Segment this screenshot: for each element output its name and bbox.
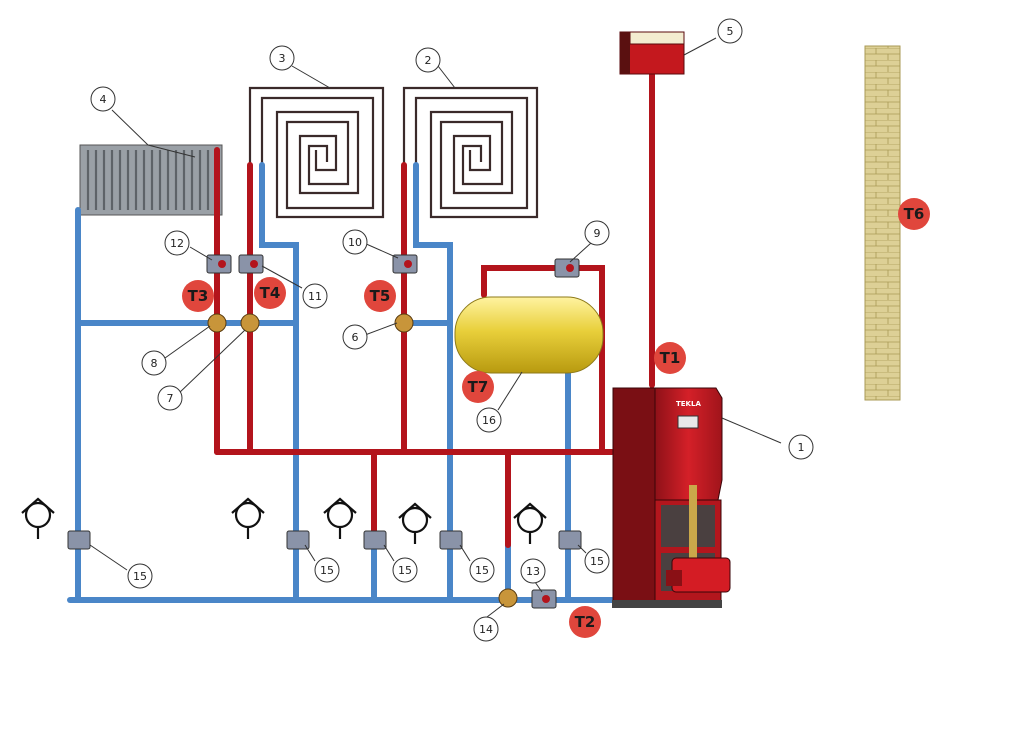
callout-1: 1 <box>788 434 814 460</box>
svg-text:14: 14 <box>479 623 493 636</box>
svg-text:15: 15 <box>320 564 334 577</box>
svg-text:10: 10 <box>348 236 362 249</box>
svg-text:3: 3 <box>279 52 286 65</box>
callout-15: 15 <box>127 563 153 589</box>
svg-text:16: 16 <box>482 414 496 427</box>
svg-text:T5: T5 <box>370 287 391 305</box>
callout-8: 8 <box>141 350 167 376</box>
leader-lines <box>89 37 782 618</box>
mixing-valves <box>207 313 518 608</box>
callout-2: 2 <box>415 47 441 73</box>
callout-9: 9 <box>584 220 610 246</box>
svg-text:T6: T6 <box>904 205 925 223</box>
callout-14: 14 <box>473 616 499 642</box>
callout-4: 4 <box>90 86 116 112</box>
svg-text:T2: T2 <box>575 613 596 631</box>
callout-15: 15 <box>392 557 418 583</box>
svg-text:7: 7 <box>167 392 174 405</box>
expansion-tank <box>619 31 685 75</box>
callout-6: 6 <box>342 324 368 350</box>
sensor-t1: T1 <box>654 342 686 374</box>
svg-text:9: 9 <box>594 227 601 240</box>
svg-text:15: 15 <box>475 564 489 577</box>
svg-text:15: 15 <box>133 570 147 583</box>
callout-7: 7 <box>157 385 183 411</box>
svg-text:1: 1 <box>798 441 805 454</box>
svg-text:5: 5 <box>727 25 734 38</box>
floor-heating-coil-right <box>402 86 539 219</box>
safety-valves <box>21 497 547 544</box>
callout-15: 15 <box>469 557 495 583</box>
svg-text:T7: T7 <box>468 378 489 396</box>
radiator <box>79 144 223 216</box>
callout-5: 5 <box>717 18 743 44</box>
callout-3: 3 <box>269 45 295 71</box>
svg-text:4: 4 <box>100 93 107 106</box>
sensor-t6: T6 <box>898 198 930 230</box>
svg-text:T1: T1 <box>660 349 681 367</box>
callout-12: 12 <box>164 230 190 256</box>
svg-text:8: 8 <box>151 357 158 370</box>
sensor-t7: T7 <box>462 371 494 403</box>
svg-text:11: 11 <box>308 290 322 303</box>
svg-text:15: 15 <box>398 564 412 577</box>
sensor-t5: T5 <box>364 280 396 312</box>
outdoor-wall <box>864 45 901 401</box>
svg-text:T4: T4 <box>260 284 281 302</box>
callout-15: 15 <box>584 548 610 574</box>
svg-text:T3: T3 <box>188 287 209 305</box>
supply-pipes <box>214 67 655 548</box>
callout-16: 16 <box>476 407 502 433</box>
callout-11: 11 <box>302 283 328 309</box>
svg-text:6: 6 <box>352 331 359 344</box>
boiler-brand: TEKLA <box>676 400 701 408</box>
callout-15: 15 <box>314 557 340 583</box>
floor-heating-coil-left <box>248 86 385 219</box>
svg-text:13: 13 <box>526 565 540 578</box>
pellet-feeder <box>666 485 731 593</box>
sensor-t2: T2 <box>569 606 601 638</box>
svg-text:12: 12 <box>170 237 184 250</box>
callout-10: 10 <box>342 229 368 255</box>
callout-13: 13 <box>520 558 546 584</box>
storage-tank <box>454 296 604 374</box>
sensor-t3: T3 <box>182 280 214 312</box>
svg-text:15: 15 <box>590 555 604 568</box>
sensor-t4: T4 <box>254 277 286 309</box>
svg-text:2: 2 <box>425 54 432 67</box>
